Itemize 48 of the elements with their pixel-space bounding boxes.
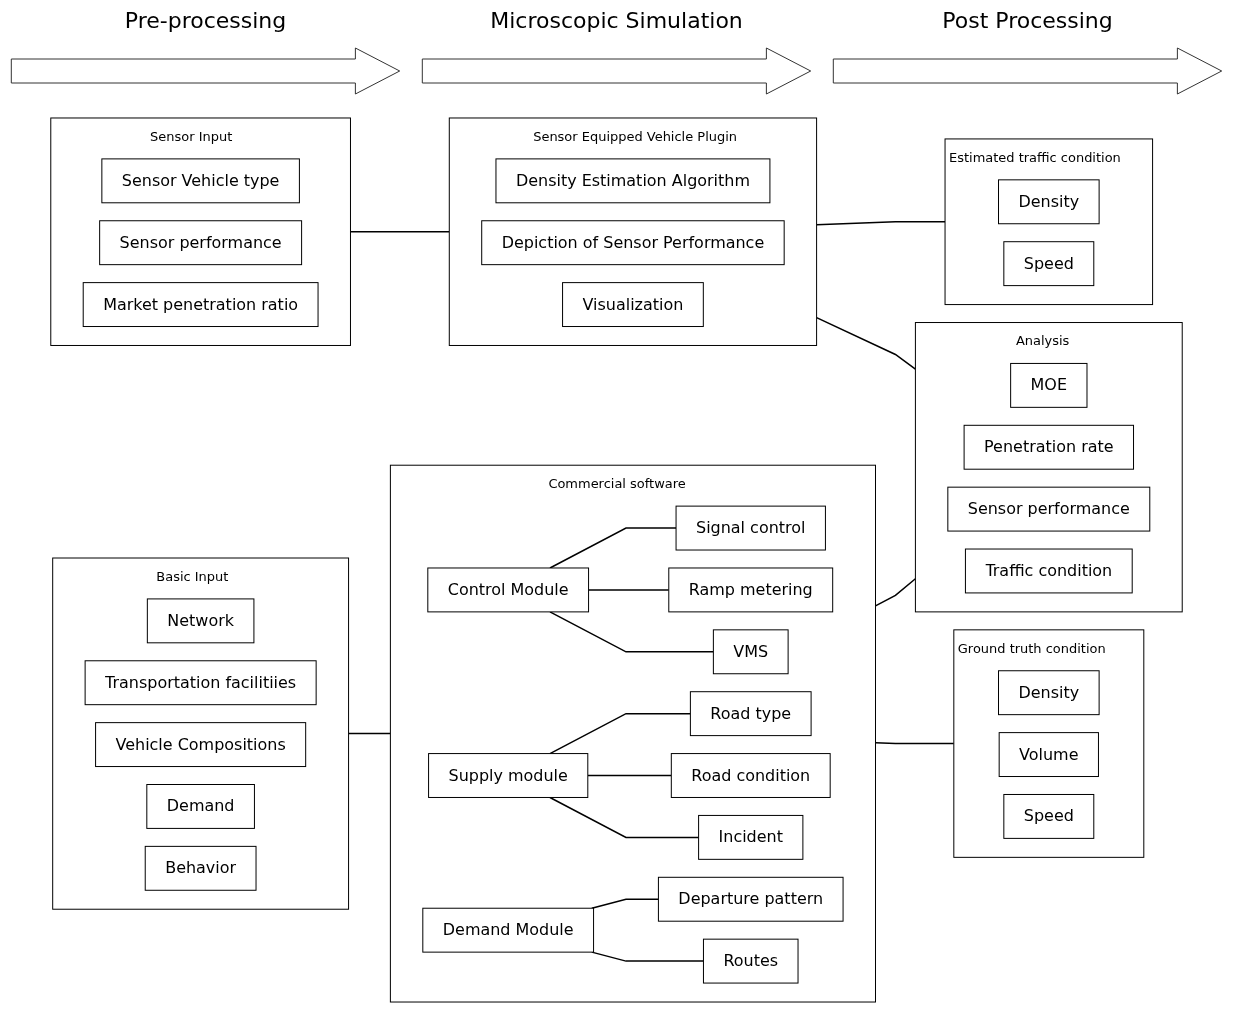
connector (549, 611, 715, 653)
node-box: Control Module (427, 567, 590, 613)
node-box: Sensor performance (947, 486, 1151, 532)
connector (815, 316, 917, 370)
node-box: Departure pattern (657, 876, 844, 922)
node-box: Behavior (144, 845, 257, 891)
node-box: Routes (702, 938, 799, 984)
node-box: MOE (1010, 362, 1088, 408)
node-box: Depiction of Sensor Performance (481, 220, 785, 266)
connector (549, 712, 692, 755)
node-box: Incident (698, 814, 804, 860)
stage-heading: Pre-processing (124, 8, 287, 33)
connector (874, 578, 917, 607)
node-box: Road condition (670, 753, 831, 798)
connector (549, 796, 700, 839)
stage-heading: Post Processing (942, 8, 1113, 33)
connector (815, 221, 946, 226)
node-box: Road type (689, 691, 812, 737)
node-box: Sensor Vehicle type (101, 158, 300, 204)
node-box: Transportation facilitiies (84, 660, 317, 706)
node-box: Demand Module (422, 907, 595, 953)
node-box: Speed (1003, 241, 1095, 287)
node-box: Penetration rate (963, 424, 1134, 470)
connector (587, 774, 673, 777)
node-box: Market penetration ratio (82, 282, 319, 327)
connector (347, 732, 392, 735)
node-box: Sensor performance (99, 220, 303, 266)
node-box: Demand (146, 784, 255, 829)
node-box: Density Estimation Algorithm (495, 158, 771, 204)
connector (591, 951, 705, 962)
node-box: Vehicle Compositions (95, 722, 307, 768)
stage-heading: Microscopic Simulation (490, 8, 743, 33)
connector (874, 742, 955, 745)
connector (349, 231, 451, 233)
node-box: Traffic condition (964, 548, 1133, 594)
node-box: Density (998, 670, 1100, 716)
node-box: Visualization (562, 282, 704, 327)
node-box: VMS (712, 629, 789, 675)
node-box: Speed (1003, 794, 1095, 839)
connector (549, 527, 677, 569)
connector (587, 589, 670, 591)
node-box: Signal control (675, 505, 826, 551)
node-box: Volume (998, 732, 1099, 777)
connector (591, 898, 660, 909)
node-box: Density (998, 179, 1100, 225)
node-box: Ramp metering (668, 567, 834, 613)
node-box: Supply module (428, 753, 589, 798)
node-box: Network (146, 598, 255, 644)
